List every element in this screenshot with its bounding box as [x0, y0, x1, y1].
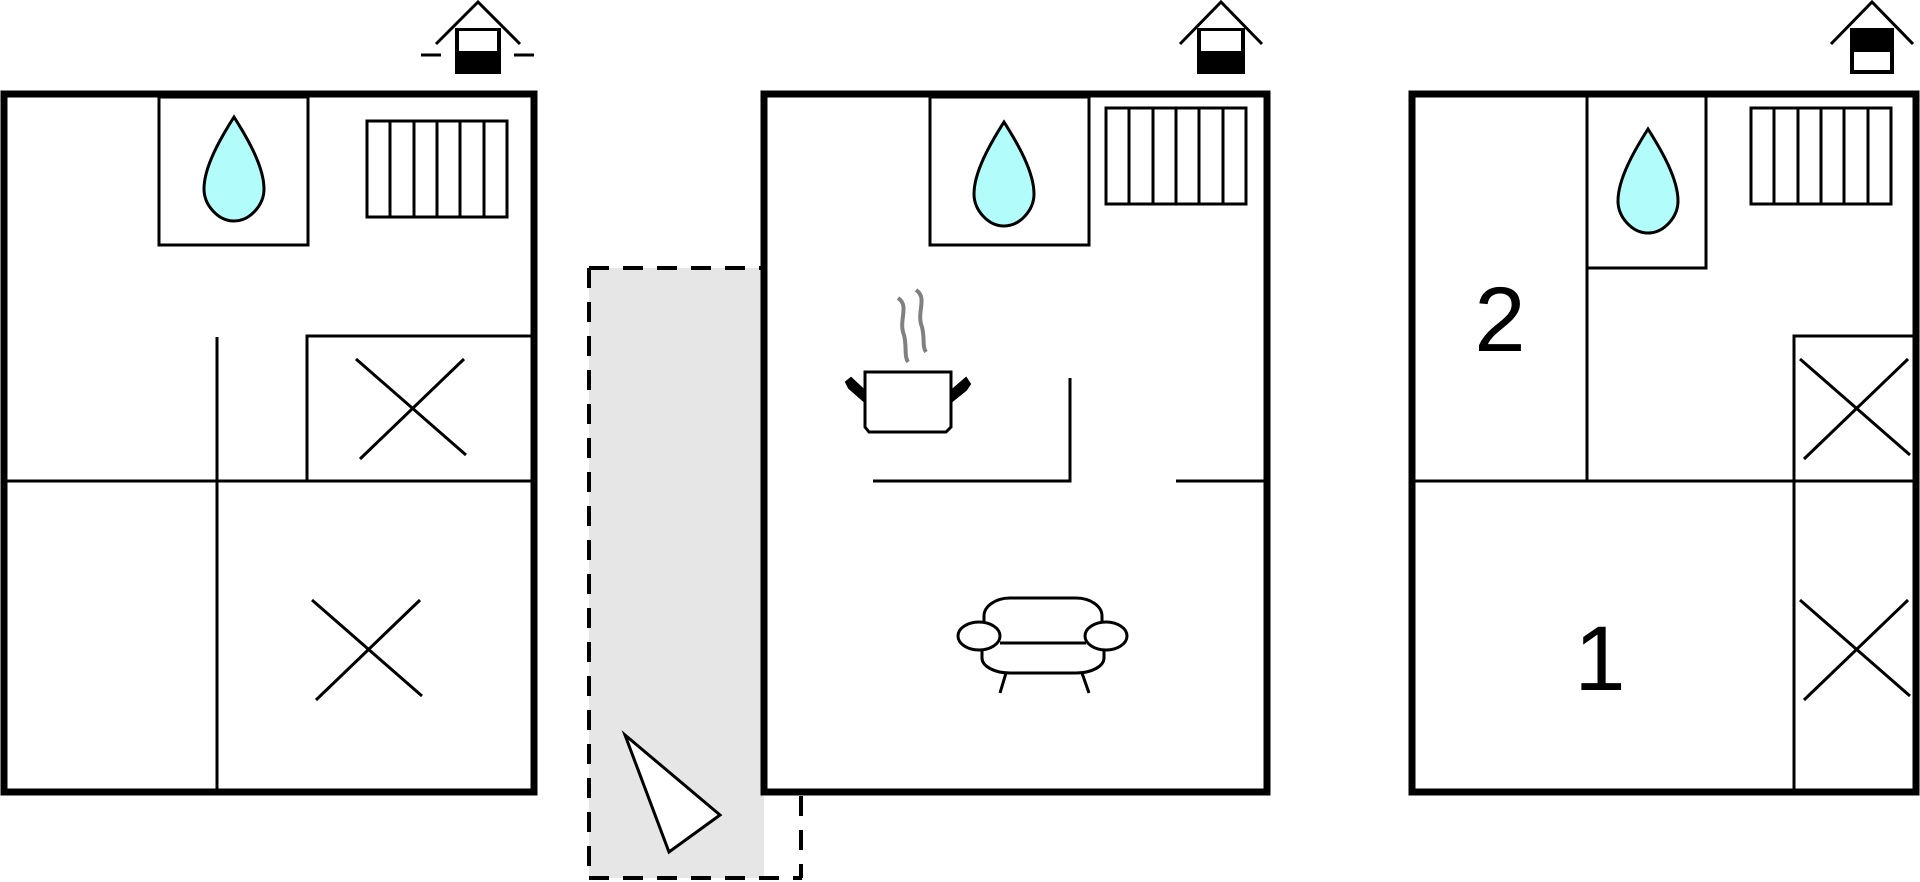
house-floor-indicator-icon	[1178, 0, 1264, 74]
water-drop-icon	[202, 115, 266, 223]
bed-cross-icon	[1798, 598, 1912, 702]
room-label-1: 1	[1574, 608, 1625, 710]
outer-wall	[760, 90, 1271, 796]
interior-wall	[873, 378, 1072, 483]
radiator-icon	[1104, 106, 1248, 206]
radiator-icon	[365, 119, 509, 219]
cooking-pot-icon	[844, 288, 972, 434]
sofa-icon	[956, 596, 1129, 694]
floor-plan-right: 2 1	[1408, 0, 1920, 796]
floor-plan-middle	[760, 0, 1271, 796]
terrace	[587, 266, 803, 880]
outer-wall	[1408, 90, 1920, 796]
radiator-icon	[1749, 106, 1893, 206]
bathroom	[928, 95, 1091, 247]
water-drop-icon	[972, 120, 1036, 228]
room-label-2: 2	[1474, 269, 1525, 371]
water-drop-icon	[1616, 127, 1680, 235]
interior-wall	[305, 334, 531, 481]
bed-cross-icon	[310, 598, 424, 702]
terrace-marker-icon	[621, 730, 723, 855]
bed-cross-icon	[1798, 357, 1912, 461]
interior-wall	[1792, 334, 1913, 790]
bed-cross-icon	[354, 357, 468, 461]
house-floor-indicator-icon	[421, 0, 534, 74]
outer-wall	[0, 90, 538, 796]
house-floor-indicator-icon	[1829, 0, 1915, 74]
bathroom	[1587, 97, 1708, 270]
bathroom	[157, 95, 310, 247]
floor-plan-left	[0, 0, 538, 796]
